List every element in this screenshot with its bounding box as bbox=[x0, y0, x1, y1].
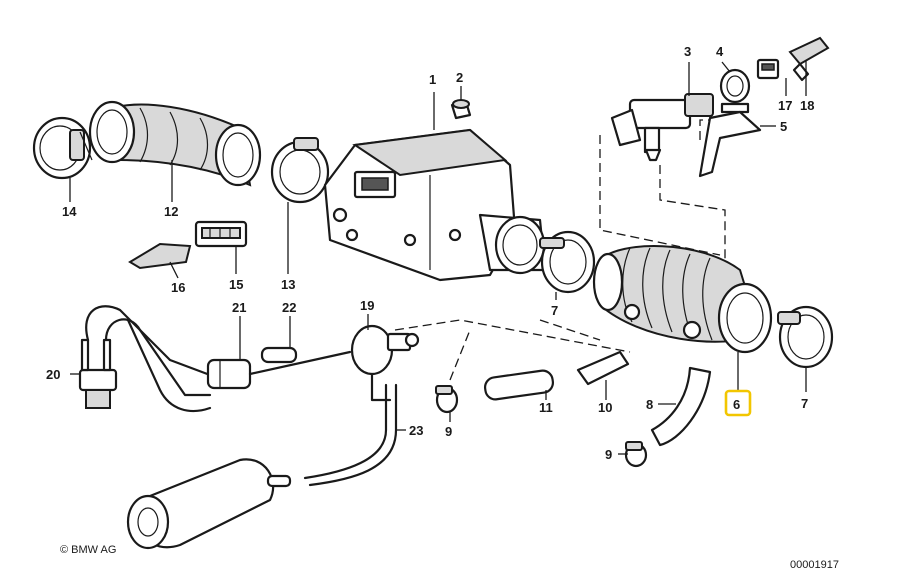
holder-4 bbox=[719, 68, 751, 114]
callout-1: 1 bbox=[429, 72, 436, 87]
air-flow-meter-1 bbox=[323, 128, 547, 282]
vacuum-hoses bbox=[85, 305, 212, 412]
callout-23: 23 bbox=[409, 423, 423, 438]
leader-lines bbox=[69, 60, 807, 455]
callout-21: 21 bbox=[232, 300, 246, 315]
callout-11: 11 bbox=[539, 400, 553, 415]
intake-boot-12 bbox=[88, 100, 262, 187]
inline-filter-21 bbox=[206, 358, 252, 390]
callout-9-lower: 9 bbox=[605, 447, 612, 462]
small-clamp-9b bbox=[624, 441, 648, 468]
intake-bellows-6 bbox=[592, 245, 773, 354]
callout-19: 19 bbox=[360, 298, 374, 313]
callout-2: 2 bbox=[456, 70, 463, 85]
hose-11 bbox=[483, 369, 555, 401]
callout-6: 6 bbox=[733, 397, 740, 412]
callout-8: 8 bbox=[646, 397, 653, 412]
callout-9-upper: 9 bbox=[445, 424, 452, 439]
rubber-cap-18 bbox=[788, 36, 830, 82]
callout-5: 5 bbox=[780, 119, 787, 134]
hose-elbow-10 bbox=[576, 350, 630, 386]
curved-hose-8 bbox=[650, 366, 712, 447]
small-clamp-9a bbox=[435, 385, 459, 414]
callout-14: 14 bbox=[62, 204, 77, 219]
callout-7-right: 7 bbox=[801, 396, 808, 411]
bracket-5 bbox=[698, 110, 762, 178]
hose-clamp-14 bbox=[32, 116, 93, 180]
hose-segment-22 bbox=[248, 346, 352, 376]
callout-22: 22 bbox=[282, 300, 296, 315]
callout-10: 10 bbox=[598, 400, 612, 415]
callout-18: 18 bbox=[800, 98, 814, 113]
callout-12: 12 bbox=[164, 204, 178, 219]
plug-connector-15 bbox=[194, 220, 248, 248]
connector-17 bbox=[756, 58, 780, 80]
callout-7-left: 7 bbox=[551, 303, 558, 318]
callout-3: 3 bbox=[684, 44, 691, 59]
temperature-switch-20 bbox=[78, 338, 118, 409]
hose-clamp-7-left bbox=[539, 230, 596, 294]
valve-3 bbox=[610, 93, 714, 162]
callout-4: 4 bbox=[716, 44, 724, 59]
highlight-box bbox=[724, 389, 752, 417]
callout-20: 20 bbox=[46, 367, 60, 382]
callout-17: 17 bbox=[778, 98, 792, 113]
hose-clamp-7-right bbox=[777, 305, 834, 369]
charcoal-canister bbox=[126, 458, 292, 550]
hose-clamp-13 bbox=[270, 137, 330, 204]
cap-2 bbox=[450, 99, 472, 120]
hose-23 bbox=[303, 383, 398, 487]
pressure-regulator-19 bbox=[350, 324, 420, 402]
callout-13: 13 bbox=[281, 277, 295, 292]
image-number: 00001917 bbox=[790, 559, 839, 571]
rubber-boot-16 bbox=[128, 242, 192, 270]
copyright-text: © BMW AG bbox=[60, 544, 116, 556]
callout-15: 15 bbox=[229, 277, 243, 292]
callout-labels: 1 2 3 4 5 6 7 7 8 9 9 10 11 12 13 14 15 … bbox=[46, 44, 814, 462]
callout-16: 16 bbox=[171, 280, 185, 295]
